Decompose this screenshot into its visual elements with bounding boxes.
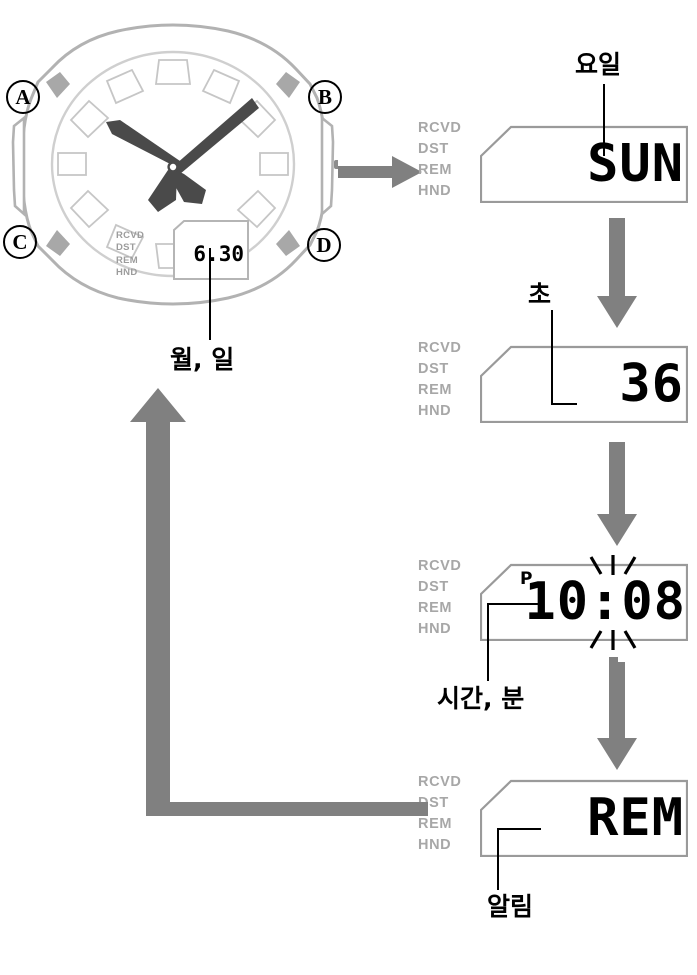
flow-arrow-seconds-to-time (595, 440, 639, 550)
leader-line-alarm-vertical (497, 828, 499, 890)
flag-hnd: HND (418, 621, 452, 637)
flag-dst: DST (418, 579, 449, 595)
watch-flag-hnd: HND (116, 267, 138, 279)
flag-rem: REM (418, 600, 453, 616)
leader-line-seconds-vertical (551, 310, 553, 405)
flow-arrow-watch-to-day (336, 150, 428, 194)
panel-flags-seconds: RCVD DST REM HND (418, 338, 482, 422)
lcd-panel-seconds: RCVD DST REM HND 36 (418, 338, 690, 428)
flag-rem: REM (418, 816, 453, 832)
flow-arrow-return-to-watch (128, 378, 428, 828)
lcd-panel-day-of-week: RCVD DST REM HND SUN (418, 118, 690, 208)
lcd-screen-seconds: 36 (480, 345, 688, 423)
flag-rcvd: RCVD (418, 774, 462, 790)
watch-flag-dst: DST (116, 242, 136, 254)
blink-flash-top-icon (585, 554, 641, 580)
lcd-value-day-of-week: SUN (587, 134, 684, 194)
lcd-value-reminder: REM (587, 788, 684, 848)
flag-hnd: HND (418, 183, 452, 199)
watch-button-c[interactable]: C (3, 225, 37, 259)
leader-line-alarm-horizontal (497, 828, 541, 830)
lcd-panel-hour-minute: RCVD DST REM HND P 10:08 (418, 556, 690, 646)
flag-hnd: HND (418, 837, 452, 853)
leader-line-hour-minute-vertical (487, 603, 489, 681)
panel-flags-reminder: RCVD DST REM HND (418, 772, 482, 856)
flag-hnd: HND (418, 403, 452, 419)
label-alarm: 알림 (487, 892, 534, 921)
watch-lcd-flags: RCVD DST REM HND (116, 230, 172, 280)
flag-rcvd: RCVD (418, 120, 462, 136)
pm-indicator: P (520, 569, 533, 589)
flow-arrow-day-to-seconds (595, 216, 639, 334)
lcd-value-seconds: 36 (619, 354, 684, 414)
watch-button-b[interactable]: B (308, 80, 342, 114)
blink-flash-bottom-icon (585, 628, 641, 668)
flag-rcvd: RCVD (418, 340, 462, 356)
flag-dst: DST (418, 141, 449, 157)
flow-arrow-time-to-reminder (595, 660, 639, 774)
lcd-screen-day-of-week: SUN (480, 125, 688, 203)
leader-line-seconds-horizontal (551, 403, 577, 405)
lcd-screen-reminder: REM (480, 779, 688, 857)
leader-line-hour-minute-horizontal (487, 603, 539, 605)
leader-line-month-day (209, 248, 211, 340)
flag-rcvd: RCVD (418, 558, 462, 574)
label-hour-minute: 시간, 분 (437, 684, 525, 713)
watch-flag-rcvd: RCVD (116, 230, 145, 241)
lcd-screen-hour-minute: P 10:08 (480, 563, 688, 641)
watch-flag-rem: REM (116, 254, 139, 266)
lcd-value-hour-minute: 10:08 (524, 572, 686, 632)
label-month-day: 월, 일 (170, 345, 235, 374)
flag-dst: DST (418, 361, 449, 377)
label-seconds: 초 (528, 280, 552, 309)
watch-button-a[interactable]: A (6, 80, 40, 114)
watch-button-d[interactable]: D (307, 228, 341, 262)
label-day-of-week: 요일 (575, 50, 622, 79)
lcd-panel-reminder: RCVD DST REM HND REM (418, 772, 690, 862)
watch-illustration: RCVD DST REM HND 6.30 (8, 22, 338, 312)
leader-line-day-of-week (603, 84, 605, 156)
flag-rem: REM (418, 382, 453, 398)
panel-flags-hour-minute: RCVD DST REM HND (418, 556, 482, 640)
watch-lcd-value: 6.30 (193, 242, 244, 266)
flag-rem: REM (418, 162, 453, 178)
panel-flags-day-of-week: RCVD DST REM HND (418, 118, 482, 202)
